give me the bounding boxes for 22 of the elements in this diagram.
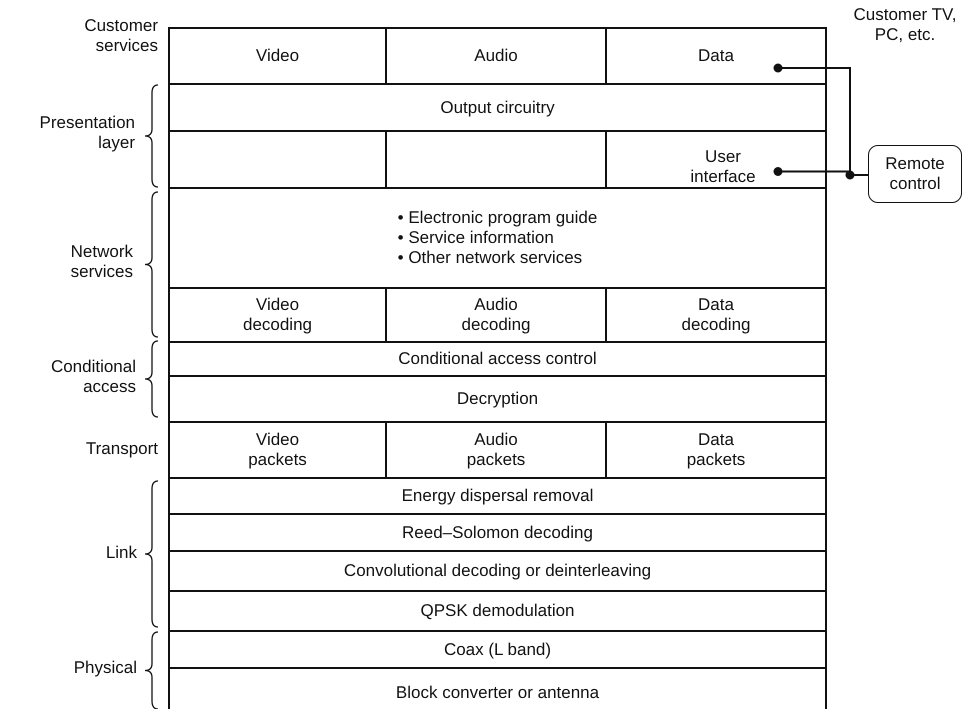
layer-cell: User interface xyxy=(605,130,827,189)
layer-cell: Decryption xyxy=(168,375,827,423)
layer-cell: • Electronic program guide • Service information • Other network services xyxy=(168,187,827,289)
layer-label: Physical xyxy=(74,658,137,678)
layer-cell: Energy dispersal removal xyxy=(168,477,827,515)
layer-cell: Block converter or antenna xyxy=(168,667,827,709)
layer-label: Link xyxy=(106,543,137,563)
layer-label: Customer services xyxy=(83,16,158,56)
layer-label: Conditional access xyxy=(50,357,136,397)
layer-label: Transport xyxy=(86,439,158,459)
device-box: Remote control xyxy=(868,145,962,203)
layer-cell: Conditional access control xyxy=(168,341,827,377)
layer-cell: QPSK demodulation xyxy=(168,590,827,632)
layer-cell: Video xyxy=(168,27,387,85)
layer-cell: Output circuitry xyxy=(168,83,827,132)
layer-label: Presentation layer xyxy=(38,113,135,153)
layer-cell: Data xyxy=(605,27,827,85)
layer-cell: Convolutional decoding or deinterleaving xyxy=(168,550,827,592)
layer-cell: Coax (L band) xyxy=(168,630,827,669)
layer-label: Network services xyxy=(70,242,133,282)
note-label: Customer TV, PC, etc. xyxy=(852,5,958,45)
layer-cell: Reed–Solomon decoding xyxy=(168,513,827,552)
